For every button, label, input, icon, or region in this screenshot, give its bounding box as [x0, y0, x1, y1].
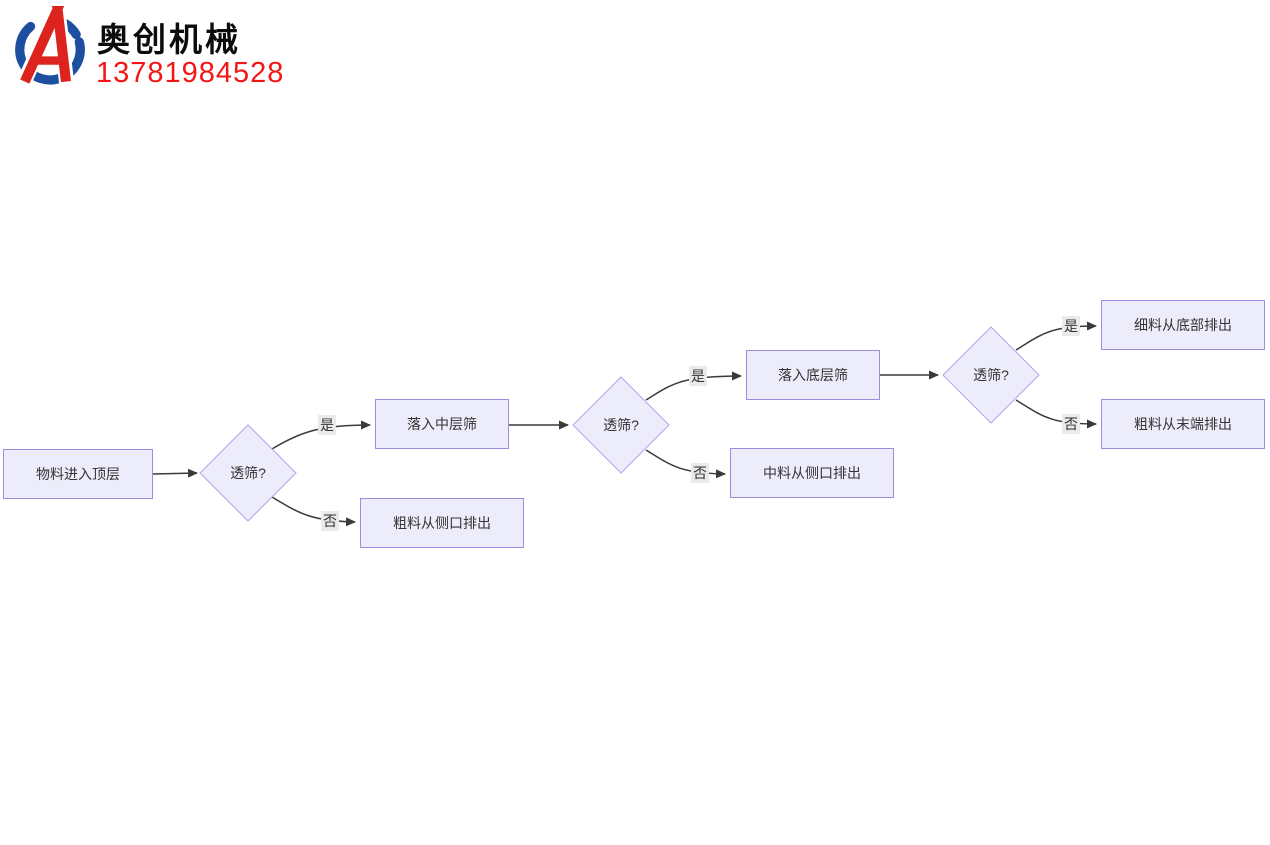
- flow-edge-screen2-yes-bottom: [645, 371, 742, 401]
- diamond-shape-icon: [942, 326, 1040, 424]
- flow-node-screen3: 透筛?: [942, 326, 1040, 424]
- node-label: 物料进入顶层: [36, 466, 120, 482]
- flow-node-start: 物料进入顶层: [3, 449, 153, 499]
- flow-edge-screen3-no-coarseend: [1015, 399, 1097, 429]
- node-label: 中料从侧口排出: [763, 465, 861, 481]
- diamond-shape-icon: [572, 376, 670, 474]
- company-name: 奥创机械: [97, 21, 241, 58]
- edge-label-no1: 否: [321, 511, 339, 531]
- flow-node-coarse-side: 粗料从侧口排出: [360, 498, 524, 548]
- edge-label-no3: 否: [1062, 414, 1080, 434]
- flow-edge-screen1-no-coarseside: [271, 496, 356, 527]
- node-label: 细料从底部排出: [1134, 317, 1232, 333]
- flow-edge-start-screen1: [152, 468, 198, 478]
- node-label: 粗料从侧口排出: [393, 515, 491, 531]
- diamond-shape-icon: [199, 424, 297, 522]
- flow-node-mid-layer: 落入中层筛: [375, 399, 509, 449]
- flow-edge-screen1-yes-midlayer: [271, 420, 371, 450]
- edge-label-no2: 否: [691, 463, 709, 483]
- edge-label-yes2: 是: [689, 366, 707, 386]
- node-label: 透筛?: [973, 367, 1009, 383]
- flow-node-bottom-layer: 落入底层筛: [746, 350, 880, 400]
- flow-node-screen1: 透筛?: [199, 424, 297, 522]
- node-label: 落入底层筛: [778, 367, 848, 383]
- flow-node-fine-bottom: 细料从底部排出: [1101, 300, 1265, 350]
- phone-number: 13781984528: [96, 57, 285, 89]
- edge-label-yes3: 是: [1062, 316, 1080, 336]
- flow-edge-screen2-no-mediumside: [645, 449, 726, 479]
- company-logo-icon: [8, 4, 92, 95]
- node-label: 透筛?: [230, 465, 266, 481]
- flow-node-screen2: 透筛?: [572, 376, 670, 474]
- edge-label-yes1: 是: [318, 415, 336, 435]
- node-label: 透筛?: [603, 417, 639, 433]
- flow-node-coarse-end: 粗料从末端排出: [1101, 399, 1265, 449]
- flow-node-medium-side: 中料从侧口排出: [730, 448, 894, 498]
- flow-edge-screen3-yes-finebottom: [1015, 321, 1097, 351]
- node-label: 粗料从末端排出: [1134, 416, 1232, 432]
- node-label: 落入中层筛: [407, 416, 477, 432]
